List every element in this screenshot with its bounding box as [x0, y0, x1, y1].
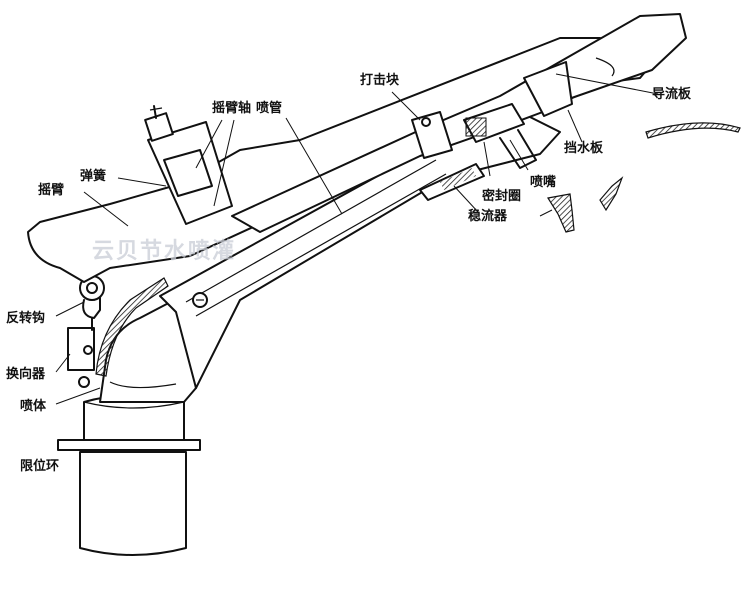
label-reverser: 换向器 [6, 366, 46, 382]
reverser-assembly [67, 297, 101, 388]
label-rocker-arm-axle: 摇臂轴 [212, 100, 251, 116]
label-limit-ring: 限位环 [20, 458, 59, 474]
impact-block [411, 111, 453, 159]
label-rocker-arm: 摇臂 [38, 182, 64, 198]
base-cylinder [79, 451, 187, 556]
label-reverse-hook: 反转钩 [6, 310, 45, 326]
label-splash-plate: 挡水板 [564, 140, 604, 156]
label-nozzle: 喷嘴 [530, 174, 556, 190]
label-sprinkler-body: 喷体 [20, 398, 47, 414]
seal-ring-part [539, 193, 575, 233]
mount-bolt [192, 292, 208, 308]
flow-stabilizer [419, 163, 485, 201]
axle-housing [144, 105, 233, 225]
upper-beam [231, 13, 687, 233]
splash-plate-part [599, 176, 624, 212]
nozzle-assembly [463, 103, 537, 169]
label-impact-block: 打击块 [360, 72, 400, 88]
watermark-text: 云贝节水喷灌 [92, 238, 236, 264]
label-nozzle-tube: 喷管 [256, 100, 282, 116]
deflector-plate-part [645, 122, 741, 139]
label-flow-stabilizer: 稳流器 [468, 208, 508, 224]
leader-lines [55, 73, 659, 405]
label-seal-ring: 密封圈 [481, 188, 521, 204]
label-spring: 弹簧 [80, 168, 106, 184]
splash-plate-block [523, 61, 573, 117]
coil-spring-band [95, 277, 169, 377]
label-deflector-plate: 导流板 [652, 86, 692, 102]
limit-ring [57, 439, 201, 451]
